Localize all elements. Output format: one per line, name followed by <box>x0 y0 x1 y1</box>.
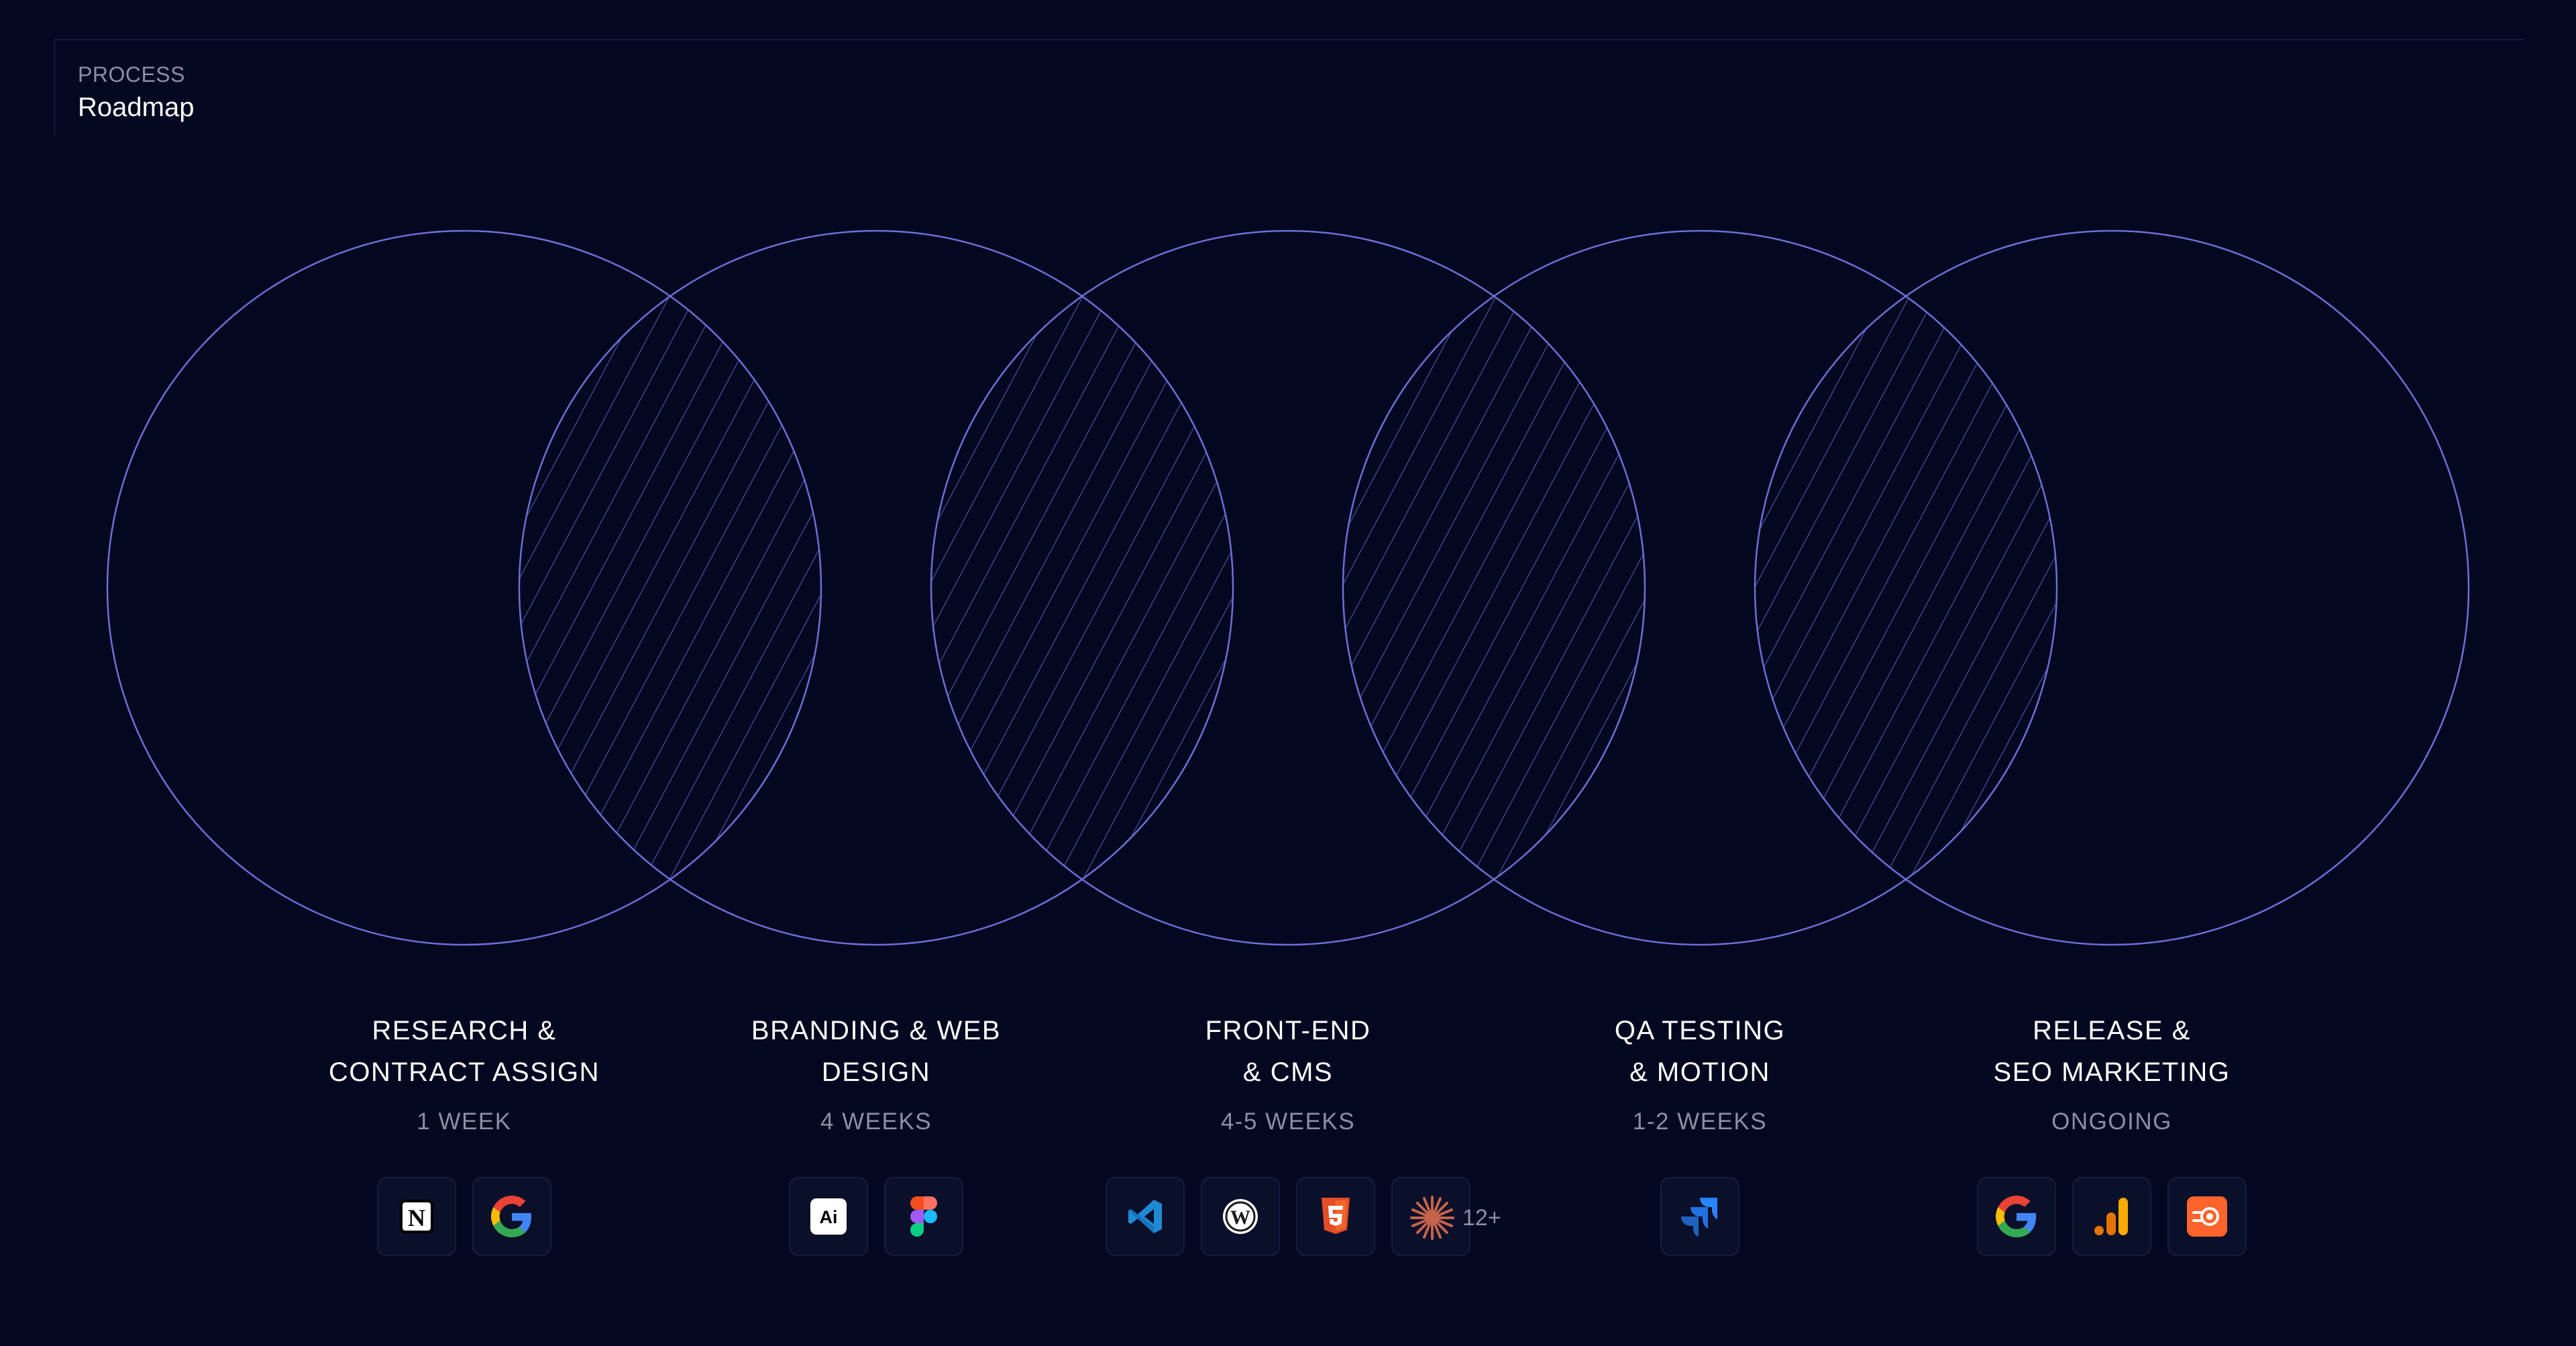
tool-icons-design: Ai <box>789 1177 963 1257</box>
step-duration: ONGOING <box>2051 1108 2172 1135</box>
html5-icon <box>1296 1177 1375 1256</box>
phase-circle-qa <box>1342 229 2058 946</box>
vscode-icon <box>1106 1177 1185 1256</box>
phase-circle-frontend <box>930 229 1646 946</box>
tool-icons-release <box>1977 1177 2247 1257</box>
wordpress-icon: W <box>1201 1177 1280 1256</box>
svg-text:W: W <box>1230 1206 1250 1229</box>
tool-icons-research: N <box>377 1177 551 1257</box>
google-icon <box>1977 1177 2056 1256</box>
step-title: QA TESTING & MOTION <box>1614 1016 1786 1087</box>
figma-icon <box>884 1177 963 1256</box>
step-title: FRONT-END & CMS <box>1205 1016 1371 1087</box>
step-duration: 1-2 WEEKS <box>1632 1108 1768 1135</box>
overlap-4-5 <box>1755 231 2057 945</box>
notion-icon: N <box>377 1177 456 1256</box>
step-release: RELEASE & SEO MARKETING ONGOING <box>1924 1010 2300 1136</box>
google-icon <box>472 1177 551 1256</box>
semrush-icon <box>2167 1177 2247 1256</box>
adobe-illustrator-icon: Ai <box>789 1177 868 1256</box>
frame-left-line <box>54 39 55 136</box>
svg-text:Ai: Ai <box>820 1207 838 1227</box>
tool-icons-qa <box>1660 1177 1739 1257</box>
jira-icon <box>1660 1177 1739 1256</box>
step-title: RESEARCH & CONTRACT ASSIGN <box>328 1016 600 1087</box>
step-duration: 4 WEEKS <box>820 1108 932 1135</box>
more-tools-badge: 12+ <box>1391 1177 1501 1256</box>
overlap-2-3 <box>931 231 1233 945</box>
overlap-3-4 <box>1343 231 1645 945</box>
section-header: PROCESS Roadmap <box>78 62 194 125</box>
phase-circle-research <box>106 229 822 946</box>
step-qa: QA TESTING & MOTION 1-2 WEEKS <box>1512 1010 1888 1136</box>
claude-icon <box>1410 1196 1454 1240</box>
svg-text:N: N <box>408 1204 425 1231</box>
step-duration: 1 WEEK <box>417 1108 512 1135</box>
step-design: BRANDING & WEB DESIGN 4 WEEKS <box>688 1010 1064 1136</box>
section-eyebrow: PROCESS <box>78 62 185 87</box>
frame-top-line <box>54 39 2524 40</box>
step-title: RELEASE & SEO MARKETING <box>1993 1016 2231 1087</box>
step-duration: 4-5 WEEKS <box>1220 1108 1356 1135</box>
more-tools-count: 12+ <box>1462 1205 1501 1231</box>
step-research: RESEARCH & CONTRACT ASSIGN 1 WEEK <box>276 1010 652 1136</box>
google-analytics-icon <box>2072 1177 2151 1256</box>
phase-circle-design <box>518 229 1234 946</box>
overlap-1-2 <box>519 231 821 945</box>
step-frontend: FRONT-END & CMS 4-5 WEEKS <box>1100 1010 1476 1136</box>
step-title: BRANDING & WEB DESIGN <box>751 1016 1002 1087</box>
section-title: Roadmap <box>78 93 195 122</box>
tool-icons-frontend: W 12+ <box>1106 1177 1501 1257</box>
phase-circle-release <box>1754 229 2470 946</box>
